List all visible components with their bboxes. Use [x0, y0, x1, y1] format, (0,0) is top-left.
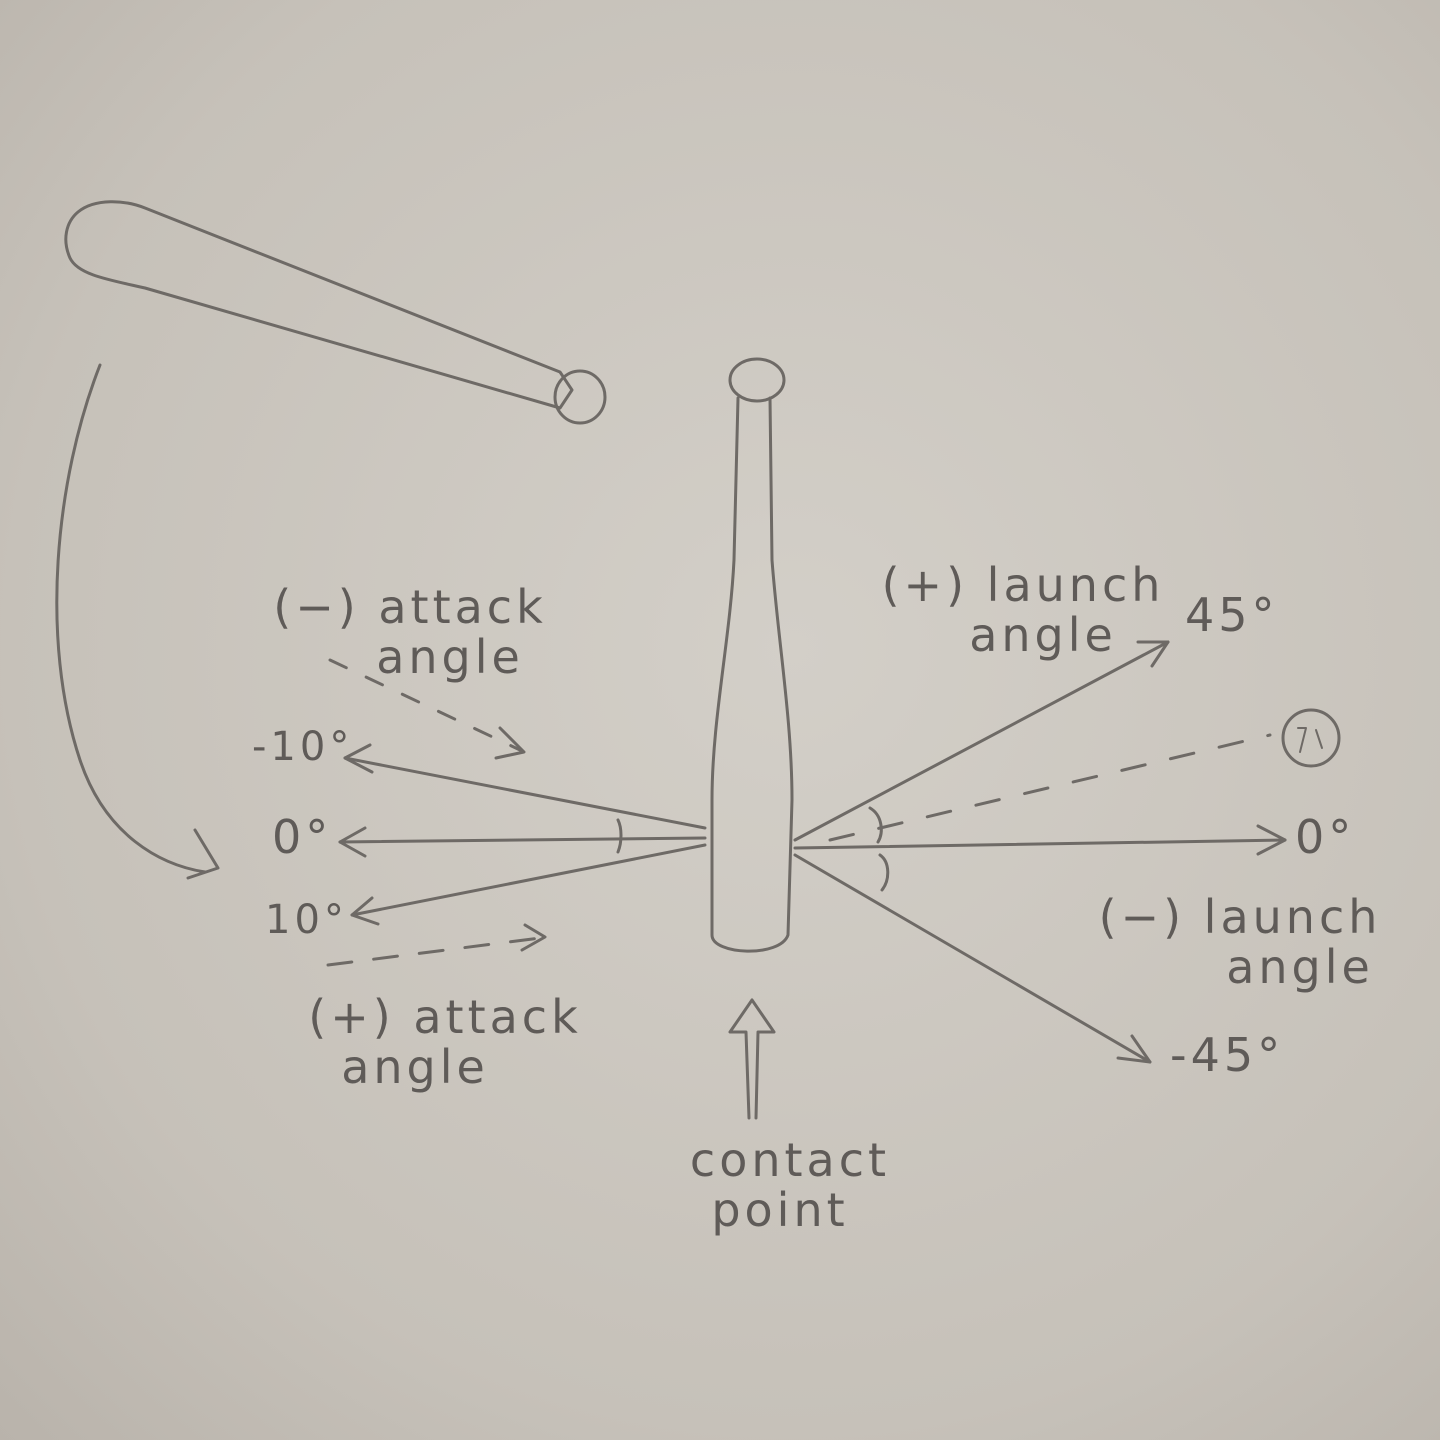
pos-launch-label-line2: angle — [969, 608, 1117, 662]
neg-attack-label-line2: angle — [376, 630, 524, 684]
contact-point-label: contact point — [655, 1135, 925, 1235]
pos-attack-angle-label: (+) attack angle — [300, 992, 590, 1092]
pos-attack-label-line2: angle — [341, 1040, 489, 1094]
swing-path-arrow — [55, 363, 220, 880]
pos-attack-label-line1: (+) attack — [308, 990, 582, 1044]
neg-attack-angle-label: (−) attack angle — [250, 582, 570, 682]
degree-neg10-label: -10° — [252, 724, 354, 770]
neg-launch-label-line2: angle — [1226, 940, 1374, 994]
swinging-bat — [64, 200, 607, 425]
baseball-icon — [1281, 708, 1341, 768]
degree-zero-right-label: 0° — [1295, 810, 1356, 864]
attack-dashes — [326, 658, 547, 967]
launch-arrows — [793, 640, 1341, 1064]
degree-neg45-label: -45° — [1170, 1028, 1285, 1082]
neg-attack-label-line1: (−) attack — [273, 580, 547, 634]
degree-zero-left-label: 0° — [272, 810, 333, 864]
contact-label-line2: point — [711, 1183, 849, 1237]
attack-arrows — [338, 743, 707, 926]
degree-45-label: 45° — [1185, 588, 1279, 642]
contact-point-arrow — [728, 998, 776, 1120]
contact-label-line1: contact — [689, 1133, 891, 1187]
bat-knob-top — [728, 357, 786, 403]
vertical-bat — [710, 357, 794, 953]
bat-knob-left — [553, 369, 607, 425]
neg-launch-label-line1: (−) launch — [1098, 890, 1382, 944]
pos-launch-angle-label: (+) launch angle — [868, 560, 1178, 660]
neg-launch-angle-label: (−) launch angle — [1080, 892, 1400, 992]
degree-10-label: 10° — [265, 897, 348, 943]
pos-launch-label-line1: (+) launch — [881, 558, 1165, 612]
